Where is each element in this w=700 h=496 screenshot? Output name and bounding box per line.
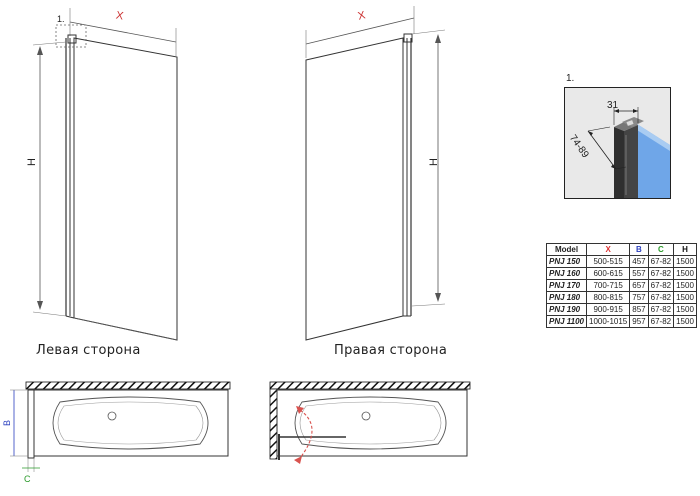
table-row: PNJ 160 600-615 557 67-82 1500: [546, 267, 697, 280]
left-plan-drawing: [10, 381, 231, 472]
cell-h: 1500: [673, 279, 697, 292]
cell-x: 600-615: [585, 267, 631, 280]
header-model: Model: [546, 243, 587, 256]
cell-b: 957: [629, 315, 649, 328]
detail-width-label: 31: [607, 100, 619, 111]
spec-table-header-row: Model X B C H: [546, 243, 697, 256]
profile-detail-drawing: [564, 87, 671, 199]
right-elevation-drawing: [305, 6, 446, 341]
table-row: PNJ 1100 1000-1015 957 67-82 1500: [546, 315, 697, 328]
cell-c: 67-82: [647, 267, 675, 280]
header-h: H: [673, 243, 697, 256]
cell-b: 657: [629, 279, 649, 292]
cell-x: 1000-1015: [585, 315, 631, 328]
header-x: X: [585, 243, 631, 256]
cell-c: 67-82: [647, 315, 675, 328]
header-c: C: [647, 243, 675, 256]
left-detail-marker: 1.: [57, 14, 65, 24]
table-row: PNJ 170 700-715 657 67-82 1500: [546, 279, 697, 292]
cell-b: 457: [629, 255, 649, 268]
right-plan-drawing: [269, 381, 471, 464]
cell-h: 1500: [673, 255, 697, 268]
cell-h: 1500: [673, 303, 697, 316]
header-b: B: [629, 243, 649, 256]
cell-h: 1500: [673, 291, 697, 304]
plan-dimension-b: B: [2, 419, 13, 427]
plan-dimension-c: C: [24, 474, 31, 484]
cell-model: PNJ 170: [546, 279, 587, 292]
cell-x: 500-515: [585, 255, 631, 268]
left-elevation-drawing: [32, 8, 178, 341]
detail-marker: 1.: [566, 73, 575, 84]
cell-c: 67-82: [647, 255, 675, 268]
cell-x: 700-715: [585, 279, 631, 292]
left-side-caption: Левая сторона: [36, 343, 141, 358]
cell-model: PNJ 160: [546, 267, 587, 280]
right-dimension-h: H: [427, 158, 440, 166]
cell-c: 67-82: [647, 279, 675, 292]
cell-h: 1500: [673, 267, 697, 280]
cell-model: PNJ 1100: [546, 315, 587, 328]
cell-x: 900-915: [585, 303, 631, 316]
cell-h: 1500: [673, 315, 697, 328]
spec-table: Model X B C H PNJ 150 500-515 457 67-82 …: [546, 243, 697, 328]
cell-x: 800-815: [585, 291, 631, 304]
cell-c: 67-82: [647, 291, 675, 304]
cell-c: 67-82: [647, 303, 675, 316]
cell-b: 757: [629, 291, 649, 304]
cell-b: 857: [629, 303, 649, 316]
right-side-caption: Правая сторона: [334, 343, 448, 358]
table-row: PNJ 150 500-515 457 67-82 1500: [546, 255, 697, 268]
cell-b: 557: [629, 267, 649, 280]
table-row: PNJ 180 800-815 757 67-82 1500: [546, 291, 697, 304]
cell-model: PNJ 190: [546, 303, 587, 316]
cell-model: PNJ 180: [546, 291, 587, 304]
table-row: PNJ 190 900-915 857 67-82 1500: [546, 303, 697, 316]
left-dimension-h: H: [25, 158, 38, 166]
cell-model: PNJ 150: [546, 255, 587, 268]
